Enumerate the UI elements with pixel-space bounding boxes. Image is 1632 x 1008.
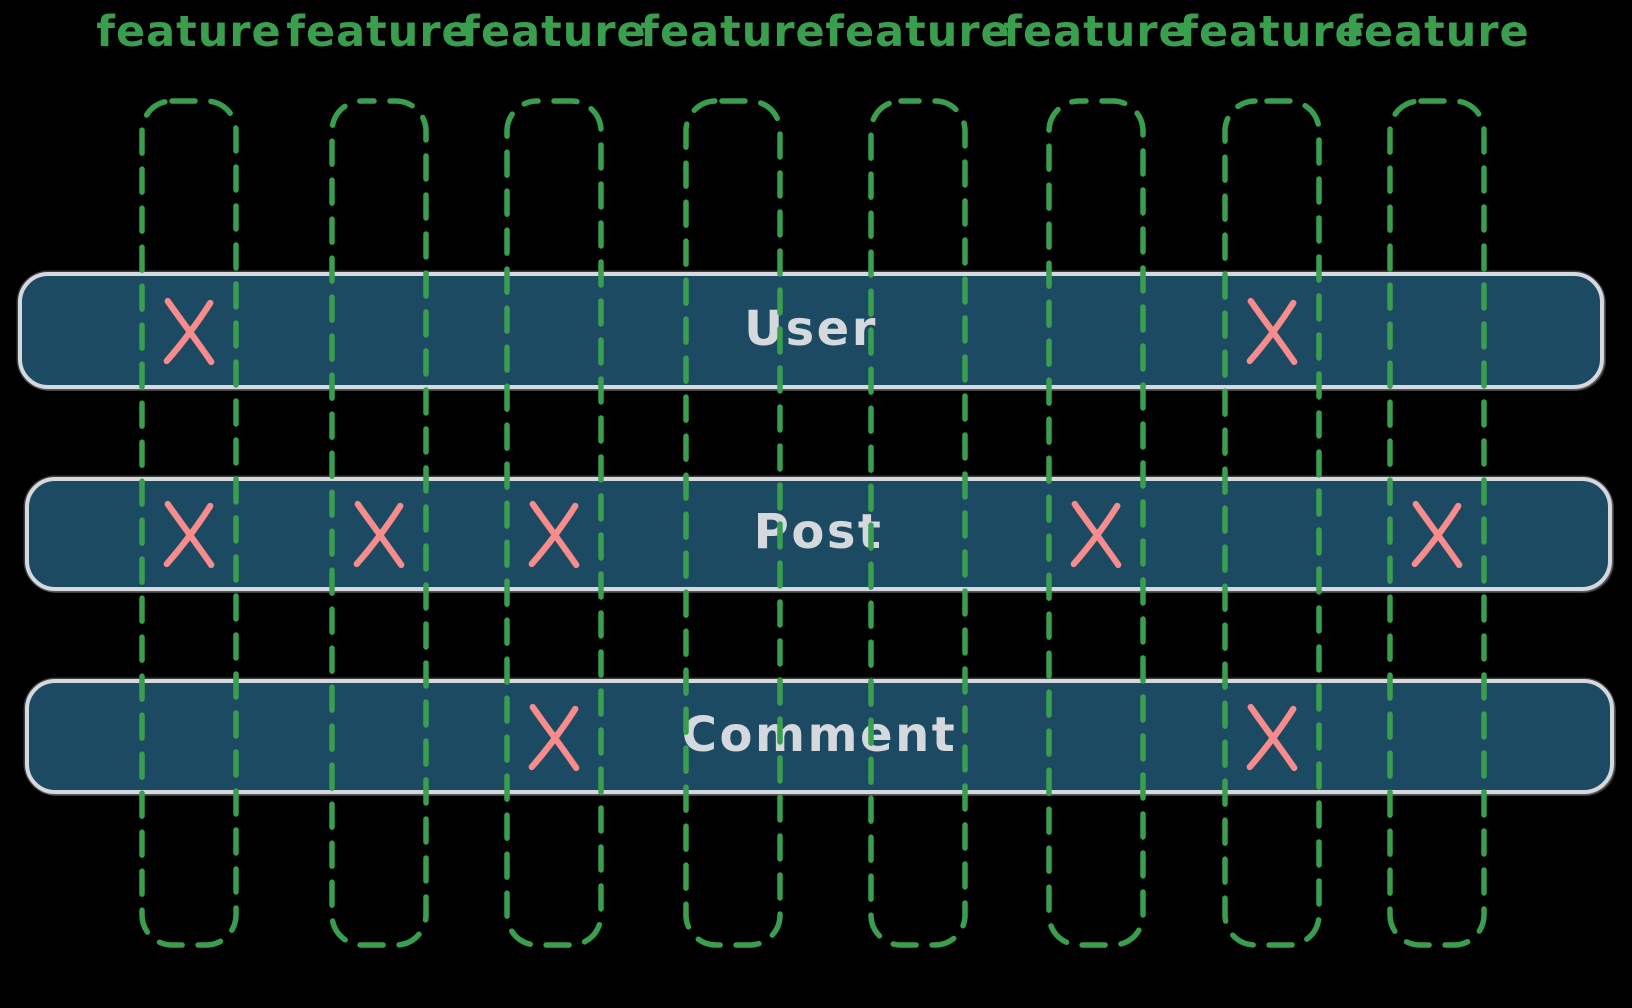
dashed-column-outline <box>329 98 429 948</box>
feature-column <box>329 98 429 948</box>
entity-bar-comment: Comment <box>25 679 1614 794</box>
feature-label: feature <box>1003 7 1189 57</box>
feature-label: feature <box>1179 7 1365 57</box>
feature-label: feature <box>1344 7 1530 57</box>
dashed-column-outline <box>1387 98 1487 948</box>
entity-bar-label: Comment <box>681 706 958 763</box>
dashed-column-outline <box>1046 98 1146 948</box>
feature-column <box>683 98 783 948</box>
x-mark-icon <box>525 701 583 773</box>
feature-column <box>1387 98 1487 948</box>
dashed-column-outline <box>868 98 968 948</box>
feature-label: feature <box>461 7 647 57</box>
dashed-column-outline <box>139 98 239 948</box>
entity-bar-label: Post <box>753 503 884 560</box>
feature-label: feature <box>640 7 826 57</box>
x-mark-icon <box>525 498 583 570</box>
feature-column <box>868 98 968 948</box>
feature-column <box>1222 98 1322 948</box>
entity-bar-user: User <box>18 272 1604 389</box>
entity-bar-label: User <box>744 300 878 357</box>
x-mark-icon <box>160 295 218 367</box>
x-mark-icon <box>1243 295 1301 367</box>
x-mark-icon <box>350 498 408 570</box>
feature-label: feature <box>286 7 472 57</box>
dashed-column-outline <box>1222 98 1322 948</box>
feature-column <box>1046 98 1146 948</box>
dashed-column-outline <box>504 98 604 948</box>
feature-label: feature <box>825 7 1011 57</box>
feature-column <box>139 98 239 948</box>
entity-bar-post: Post <box>25 477 1612 591</box>
x-mark-icon <box>1408 498 1466 570</box>
x-mark-icon <box>1067 498 1125 570</box>
x-mark-icon <box>1243 701 1301 773</box>
feature-column <box>504 98 604 948</box>
dashed-column-outline <box>683 98 783 948</box>
x-mark-icon <box>160 498 218 570</box>
feature-label: feature <box>96 7 282 57</box>
